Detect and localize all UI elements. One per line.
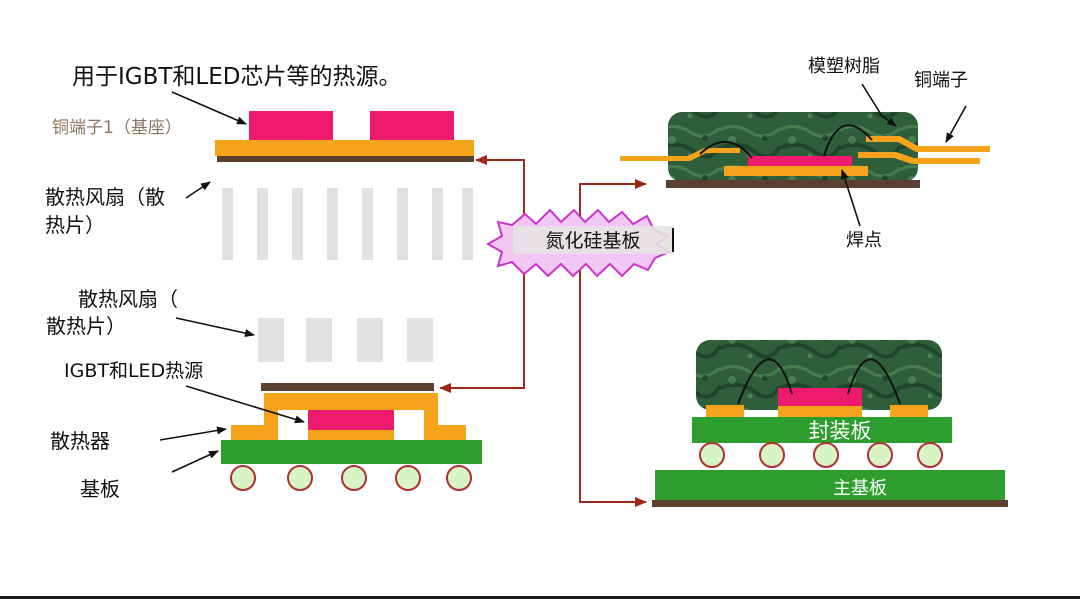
bond-wire-right <box>823 124 873 157</box>
chip-bottom-right-base <box>778 406 862 418</box>
main-board-label: 主基板 <box>833 478 887 499</box>
mold-resin-pointer <box>861 83 897 127</box>
copper-terminal-label: 铜端子 <box>914 70 968 91</box>
heat-sink-pointer <box>159 426 227 441</box>
mold-resin-label: 模塑树脂 <box>808 56 880 77</box>
bond-wire-2-right <box>847 358 901 405</box>
dark-base-strip <box>217 156 474 162</box>
copper-terminal-pointer <box>945 105 967 143</box>
solder-balls-right <box>699 442 943 468</box>
igbt-pointer <box>185 385 305 424</box>
bond-wire-2-left <box>737 358 793 405</box>
chip-bottom <box>308 410 394 430</box>
igbt-led-heat-source-label: IGBT和LED热源 <box>64 360 203 382</box>
solder-balls-left <box>230 465 472 491</box>
heat-sink-fins-top <box>222 188 473 260</box>
silicon-nitride-plate <box>261 383 434 391</box>
copper-base-plate <box>215 140 474 156</box>
bottom-left-assembly <box>221 318 482 491</box>
fan-bottom-pointer <box>175 317 255 337</box>
solder-joint-pointer <box>840 169 861 227</box>
top-right-package <box>620 112 990 188</box>
title-pointer <box>171 91 247 125</box>
substrate-green <box>221 440 482 464</box>
main-board <box>655 470 1005 500</box>
die-pad <box>724 166 868 176</box>
chip-right <box>370 111 454 140</box>
copper-terminal-base-label: 铜端子1（基座） <box>52 118 182 138</box>
pad-left <box>706 405 744 417</box>
connector-arrows <box>439 155 647 507</box>
center-badge-label: 氮化硅基板 <box>545 230 640 252</box>
top-left-assembly <box>215 111 474 260</box>
fan-top-label-line2: 热片） <box>45 213 105 237</box>
copper-heat-spreader <box>231 393 466 440</box>
fan-top-label-line1: 散热风扇（散 <box>45 185 165 209</box>
solder-joint-label: 焊点 <box>846 230 882 251</box>
pad-right <box>890 405 928 417</box>
bond-wire-left <box>699 140 753 159</box>
substrate-pointer <box>171 450 219 473</box>
fan-top-pointer <box>185 181 211 199</box>
center-badge: 氮化硅基板 <box>485 208 674 278</box>
fan-bottom-label-line2: 散热片） <box>46 314 126 338</box>
chip-bottom-right <box>778 388 862 406</box>
package-board-label: 封装板 <box>809 419 872 443</box>
chip-bottom-solder <box>308 430 394 440</box>
chip-top-right <box>748 156 852 166</box>
badge-label-bg <box>513 226 673 254</box>
mold-resin-body-2 <box>696 340 942 410</box>
bottom-rule <box>0 596 1080 599</box>
lead-frame-left <box>620 148 740 161</box>
substrate-label: 基板 <box>80 477 120 501</box>
heat-sink-label: 散热器 <box>50 429 110 453</box>
package-board <box>692 417 952 443</box>
package-base-strip <box>666 180 920 188</box>
chip-left <box>249 111 333 140</box>
bottom-right-package <box>652 340 1008 507</box>
heat-sink-fins-bottom <box>258 318 433 362</box>
lead-frame-right-lower <box>858 152 980 164</box>
main-board-base <box>652 500 1008 507</box>
mold-resin-body <box>668 112 918 182</box>
lead-frame-right <box>866 136 990 152</box>
fan-bottom-label-line1: 散热风扇（ <box>78 287 178 311</box>
heat-source-title: 用于IGBT和LED芯片等的热源。 <box>72 64 402 90</box>
